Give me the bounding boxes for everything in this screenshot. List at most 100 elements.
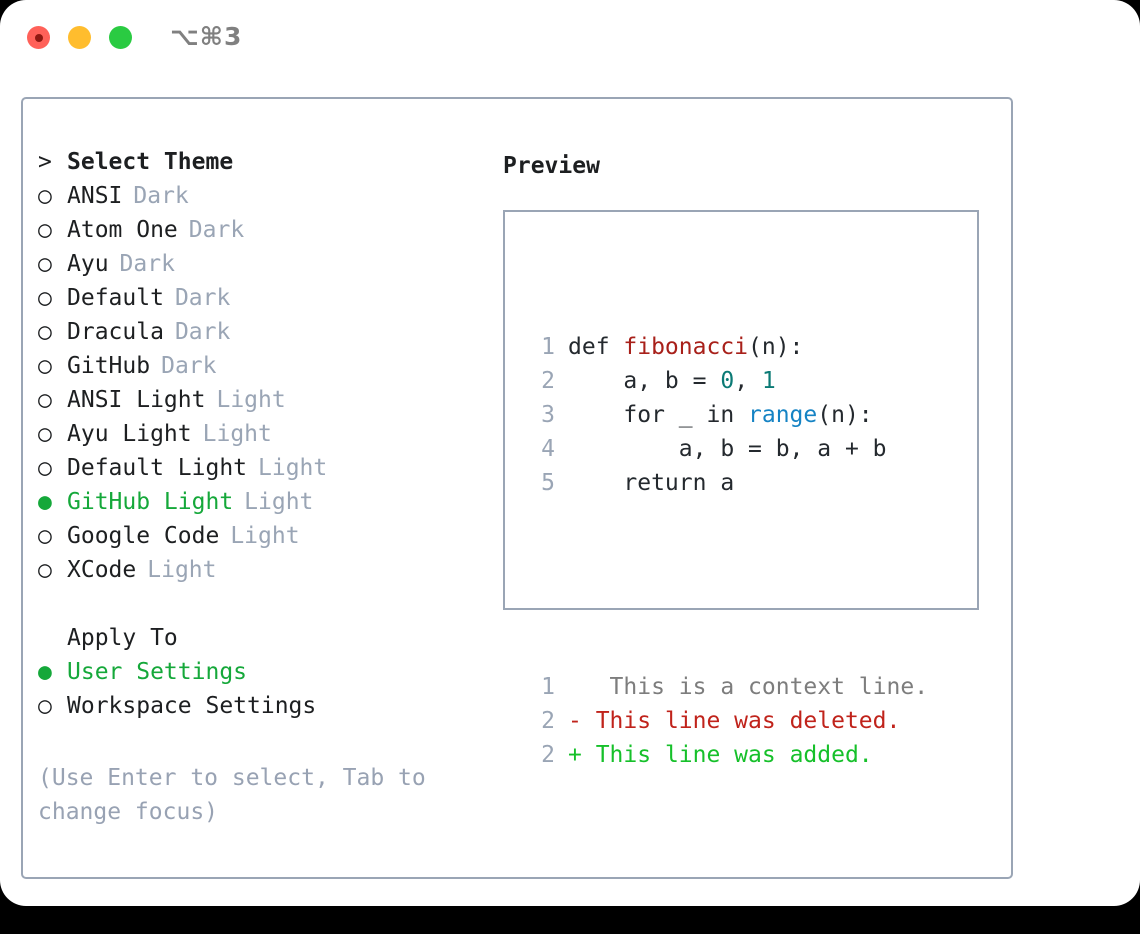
diff-text: This line was deleted. [581,708,901,734]
radio-unselected-icon: ○ [38,183,52,209]
line-number: 2 [541,708,555,734]
diff-sign: + [568,742,582,768]
line-number: 2 [541,368,555,394]
theme-option-label: GitHub Light [67,489,234,515]
radio-unselected-icon: ○ [38,523,52,549]
diff-sample: 1 This is a context line. 2- This line wa… [523,670,928,772]
radio-selected-icon: ● [38,489,52,515]
minimize-button[interactable] [68,26,91,49]
code-token-plain: a, b = b, a + b [568,436,887,462]
theme-variant-badge: Dark [188,217,245,243]
apply-to-option-user-settings[interactable]: ● User Settings [38,659,488,693]
theme-variant-badge: Light [230,523,300,549]
line-number: 4 [541,436,555,462]
line-number: 2 [541,742,555,768]
diff-sign: - [568,708,582,734]
line-number: 1 [541,334,555,360]
select-theme-heading-label: Select Theme [67,149,234,175]
apply-to-option-workspace-settings[interactable]: ○ Workspace Settings [38,693,488,727]
theme-option-ansi[interactable]: ○ ANSI Dark [38,183,488,217]
apply-to-option-label: User Settings [67,659,248,685]
zoom-button[interactable] [109,26,132,49]
radio-unselected-icon: ○ [38,353,52,379]
diff-text: This line was added. [581,742,873,768]
theme-option-label: ANSI [67,183,123,209]
title-bar: ⌥⌘3 [0,0,1140,76]
theme-option-xcode[interactable]: ○ XCode Light [38,557,488,591]
section-spacer [38,591,488,625]
theme-option-label: Ayu [67,251,109,277]
code-token-plain: def [568,334,624,360]
close-button[interactable] [27,26,50,49]
theme-option-label: Google Code [67,523,220,549]
diff-sign [568,670,582,704]
theme-option-ayu[interactable]: ○ Ayu Dark [38,251,488,285]
code-token-plain: return a [568,470,735,496]
radio-unselected-icon: ○ [38,455,52,481]
code-line: 4 a, b = b, a + b [523,432,928,466]
code-token-call: range [748,402,818,428]
theme-variant-badge: Dark [119,251,175,277]
keyboard-shortcut-label: ⌥⌘3 [170,22,243,51]
apply-to-option-label: Workspace Settings [67,693,317,719]
code-token-plain: , [734,368,762,394]
code-line: 5 return a [523,466,928,500]
focus-caret-icon: > [38,149,52,175]
theme-option-label: Atom One [67,217,178,243]
theme-option-label: Default [67,285,164,311]
code-token-plain: for _ in [568,402,749,428]
radio-unselected-icon: ○ [38,387,52,413]
radio-unselected-icon: ○ [38,319,52,345]
theme-option-atom-one[interactable]: ○ Atom One Dark [38,217,488,251]
theme-variant-badge: Light [202,421,272,447]
radio-unselected-icon: ○ [38,217,52,243]
theme-variant-badge: Dark [161,353,217,379]
diff-line-del: 2- This line was deleted. [523,704,928,738]
code-token-plain: (n): [817,402,873,428]
theme-variant-badge: Dark [133,183,189,209]
select-theme-heading: > Select Theme [38,149,488,183]
line-number: 1 [541,674,555,700]
traffic-lights [27,26,132,49]
code-line: 2 a, b = 0, 1 [523,364,928,398]
apply-to-marker-spacer [38,625,67,651]
theme-variant-badge: Dark [174,285,231,311]
theme-option-google-code[interactable]: ○ Google Code Light [38,523,488,557]
theme-variant-badge: Light [147,557,217,583]
apply-to-heading: Apply To [38,625,488,659]
diff-text: This is a context line. [581,674,929,700]
line-number: 3 [541,402,555,428]
keyboard-hint-text: (Use Enter to select, Tab to change focu… [38,765,426,825]
radio-unselected-icon: ○ [38,693,52,719]
code-token-plain: a, b = [568,368,721,394]
theme-variant-badge: Dark [174,319,231,345]
apply-to-heading-label: Apply To [67,625,178,651]
code-token-fn: fibonacci [623,334,749,360]
radio-selected-icon: ● [38,659,52,685]
radio-unselected-icon: ○ [38,557,52,583]
theme-option-dracula[interactable]: ○ Dracula Dark [38,319,488,353]
theme-option-label: Ayu Light [67,421,192,447]
theme-option-label: XCode [67,557,137,583]
radio-unselected-icon: ○ [38,251,52,277]
preview-title: Preview [503,153,600,179]
theme-option-label: Dracula [67,319,164,345]
code-token-num: 0 [720,368,735,394]
theme-option-label: ANSI Light [67,387,206,413]
code-token-num: 1 [761,368,776,394]
theme-option-label: Default Light [67,455,248,481]
code-line: 3 for _ in range(n): [523,398,928,432]
